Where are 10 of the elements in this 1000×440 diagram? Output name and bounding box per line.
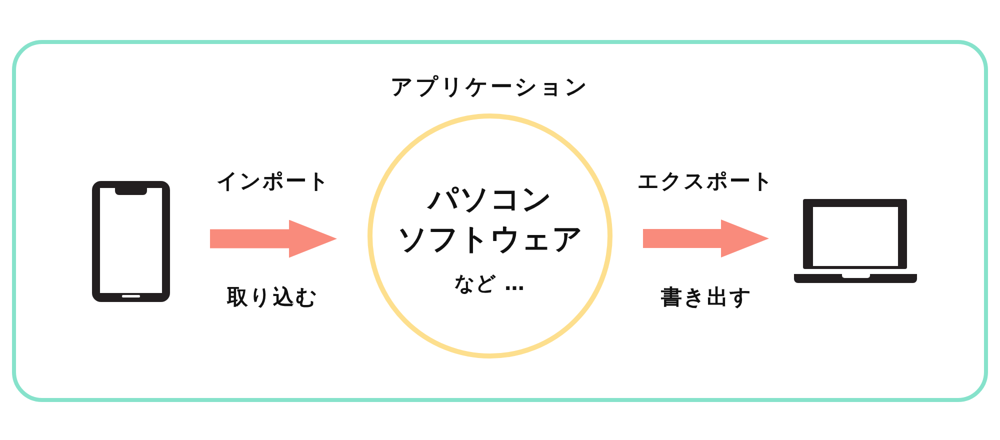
edge-label: インポート <box>216 168 330 195</box>
arrow <box>643 220 769 258</box>
node-note: など … <box>454 270 526 296</box>
rounded-frame <box>12 40 988 402</box>
arrow <box>210 220 337 258</box>
node-title: パソコンソフトウェア <box>396 181 584 259</box>
heading: アプリケーション <box>390 74 590 102</box>
arrow-caption: 書き出す <box>661 284 753 311</box>
arrow-caption: 取り込む <box>227 284 319 311</box>
edge-label: エクスポート <box>638 168 774 194</box>
